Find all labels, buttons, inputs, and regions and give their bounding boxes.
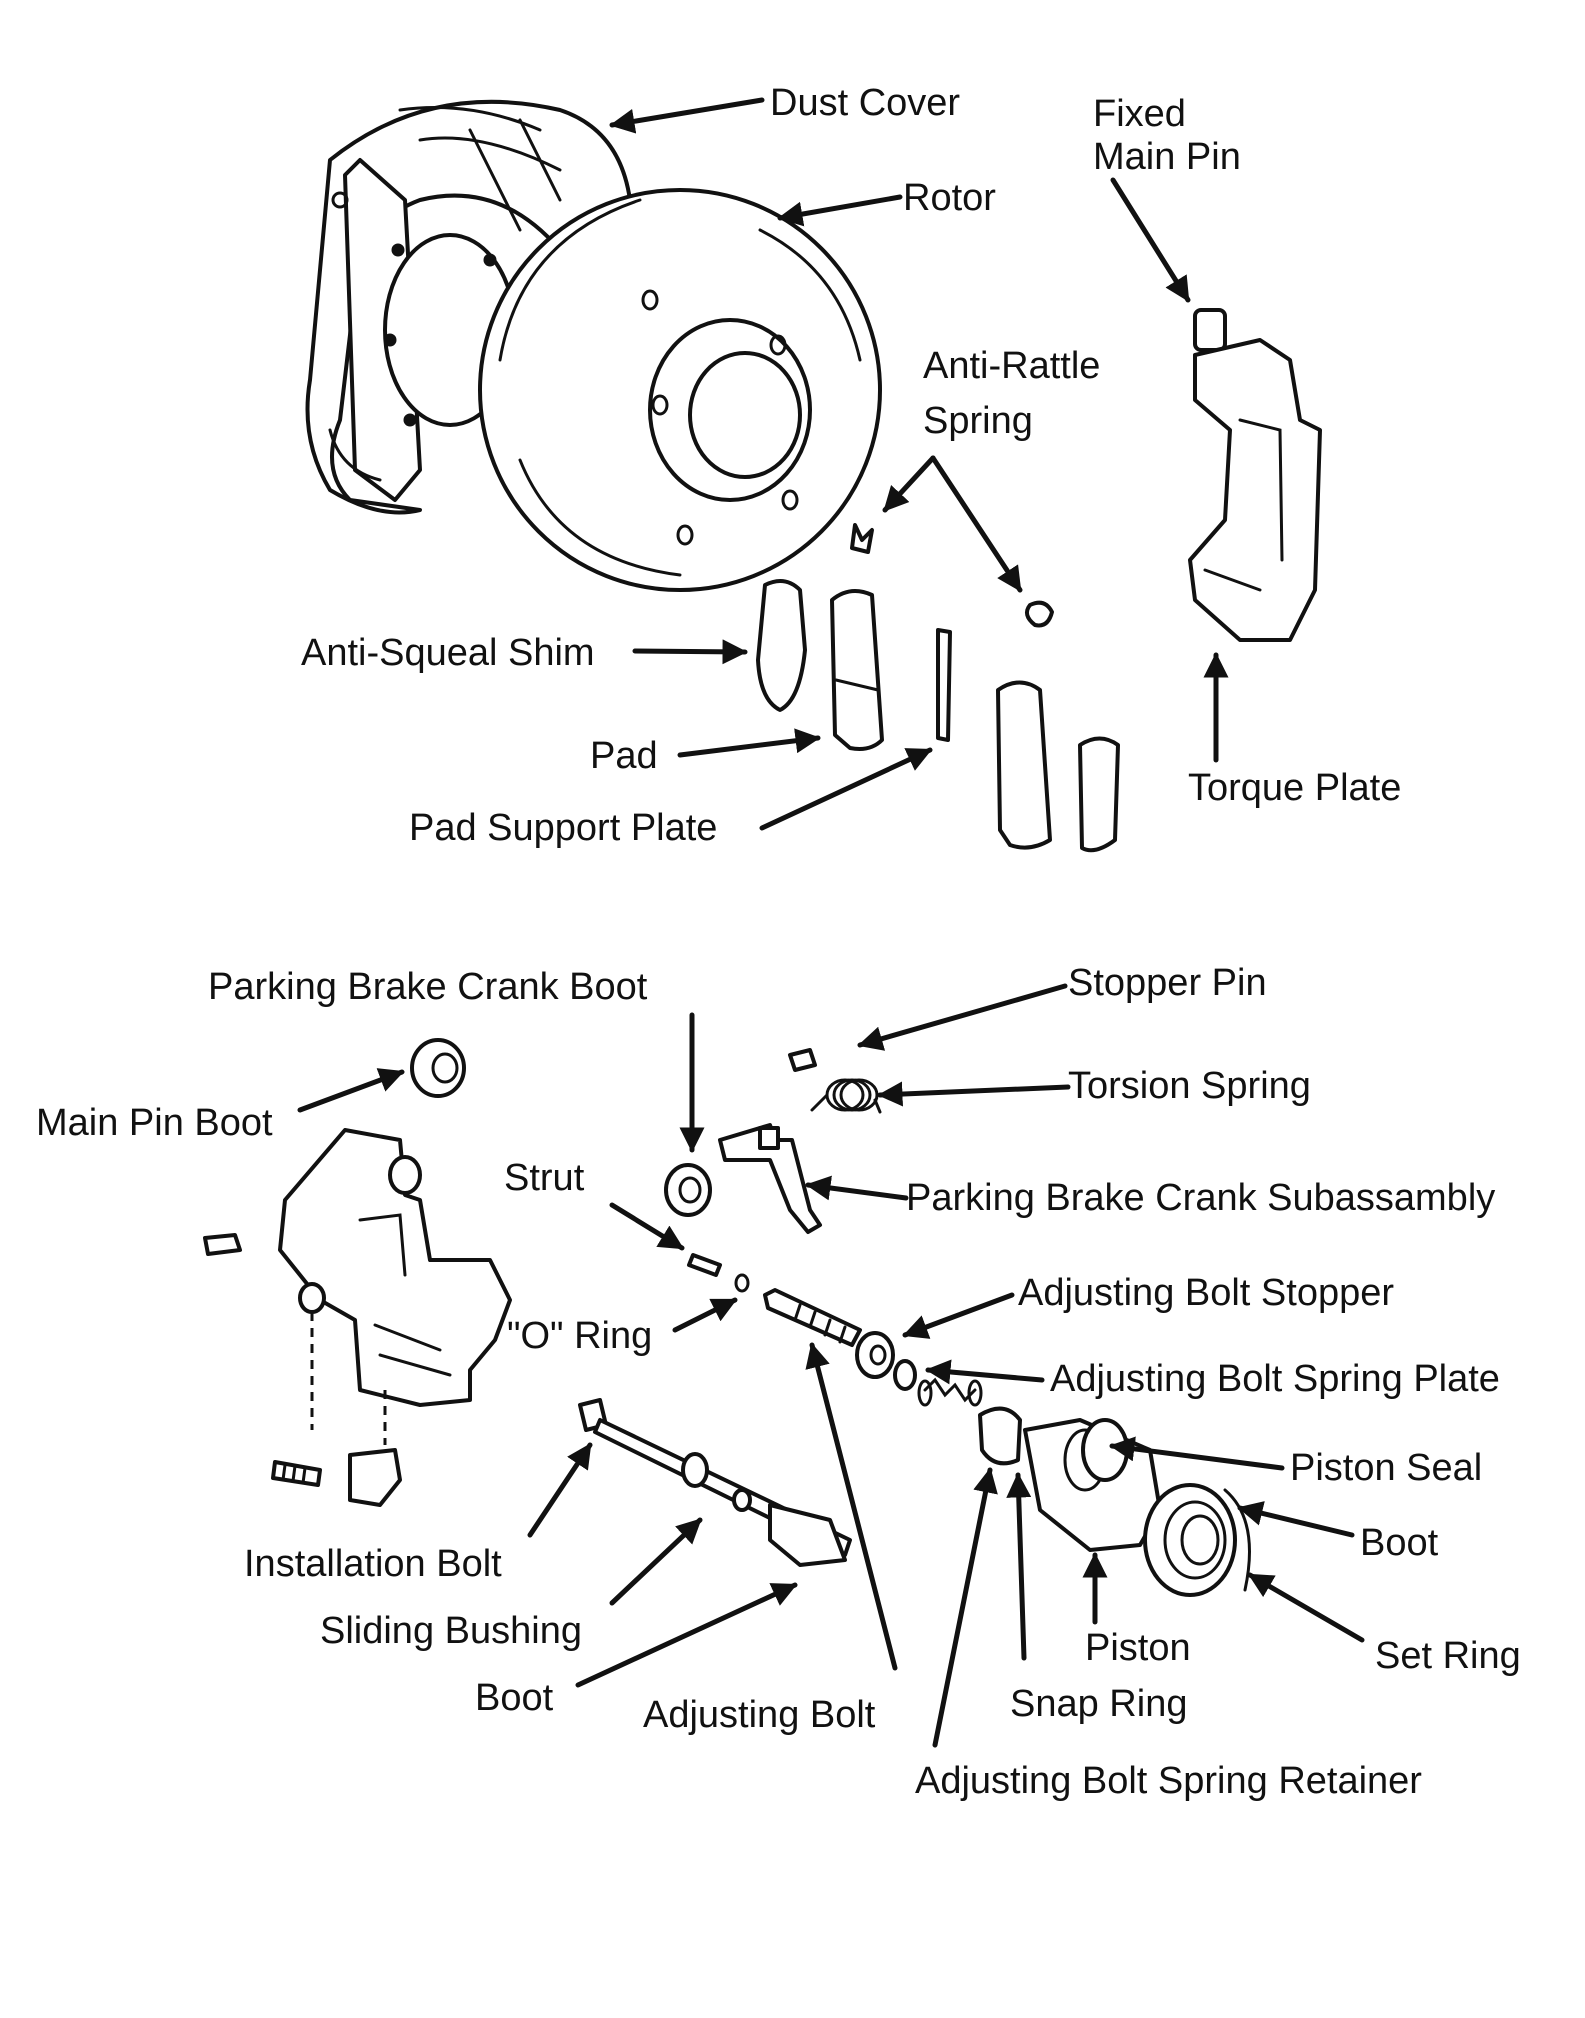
leader-boot-left (575, 1582, 798, 1688)
label-o-ring: "O" Ring (507, 1315, 652, 1357)
o-ring-part (734, 1273, 750, 1293)
label-adjusting-bolt-spring-retainer: Adjusting Bolt Spring Retainer (915, 1760, 1422, 1802)
leader-piston-seal (1109, 1436, 1285, 1471)
leader-strut (609, 1202, 685, 1251)
leader-pad-support-plate (759, 747, 933, 831)
label-dust-cover: Dust Cover (770, 82, 960, 124)
parking-brake-crank-part (718, 1123, 822, 1234)
leader-anti-squeal-shim (632, 639, 748, 665)
caliper-body-part (278, 1128, 512, 1445)
leader-spring-plate (925, 1359, 1045, 1385)
label-anti-squeal-shim: Anti-Squeal Shim (301, 632, 595, 674)
sliding-bushing-part (578, 1398, 852, 1567)
label-pad: Pad (590, 735, 658, 777)
spring-plate-part (893, 1359, 917, 1391)
label-rotor: Rotor (903, 177, 996, 219)
leader-snap-ring (1006, 1472, 1032, 1661)
label-fixed-main-pin-line2: Main Pin (1093, 136, 1241, 178)
strut-part (687, 1253, 722, 1277)
leader-anti-rattle-a (882, 455, 936, 513)
label-main-pin-boot: Main Pin Boot (36, 1102, 273, 1144)
brake-pad-set-part (756, 579, 1120, 853)
leader-main-pin-boot (297, 1068, 405, 1113)
leader-crank-subassembly (805, 1175, 909, 1201)
anti-rattle-spring-part (850, 523, 1054, 628)
label-parking-brake-crank-subassembly: Parking Brake Crank Subassambly (906, 1177, 1495, 1219)
piston-boot-part (1143, 1483, 1237, 1597)
label-installation-bolt: Installation Bolt (244, 1543, 502, 1585)
set-ring-part (1223, 1488, 1251, 1592)
leader-stopper-pin (857, 983, 1068, 1051)
torsion-spring-part (810, 1078, 882, 1114)
leader-installation-bolt (527, 1442, 593, 1538)
label-anti-rattle-line1: Anti-Rattle (923, 345, 1100, 387)
leader-torsion-spring (877, 1081, 1071, 1107)
leader-set-ring (1247, 1572, 1365, 1643)
adjusting-spring-part (917, 1377, 983, 1407)
leader-boot-right (1237, 1501, 1355, 1538)
adjusting-bolt-stopper-part (855, 1331, 895, 1379)
stopper-pin-part (788, 1048, 817, 1072)
installation-bolt-part (203, 1233, 402, 1507)
main-pin-boot-part (410, 1038, 466, 1098)
label-strut: Strut (504, 1157, 585, 1199)
leader-adjusting-bolt-stopper (902, 1292, 1015, 1339)
leader-pad (677, 728, 821, 758)
label-boot-right: Boot (1360, 1522, 1439, 1564)
leader-lines (297, 97, 1365, 1748)
label-layer: Dust Cover Rotor Fixed Main Pin Anti-Rat… (36, 82, 1521, 1802)
leader-adjusting-bolt (805, 1342, 898, 1671)
leader-sliding-bushing (609, 1517, 703, 1606)
leader-spring-retainer (932, 1467, 998, 1748)
label-boot-left: Boot (475, 1677, 554, 1719)
label-torsion-spring: Torsion Spring (1068, 1065, 1311, 1107)
label-pad-support-plate: Pad Support Plate (409, 807, 717, 849)
leader-o-ring (672, 1297, 738, 1333)
leader-rotor (777, 194, 903, 227)
label-adjusting-bolt-stopper: Adjusting Bolt Stopper (1018, 1272, 1394, 1314)
label-snap-ring: Snap Ring (1010, 1683, 1187, 1725)
leader-dust-cover (609, 97, 765, 134)
label-fixed-main-pin-line1: Fixed (1093, 93, 1186, 135)
label-set-ring: Set Ring (1375, 1635, 1521, 1677)
leader-fixed-main-pin (1110, 177, 1191, 303)
torque-plate-part (1188, 308, 1322, 642)
label-sliding-bushing: Sliding Bushing (320, 1610, 582, 1652)
crank-boot-part (664, 1163, 712, 1217)
leader-anti-rattle-b (930, 455, 1023, 593)
label-piston-seal: Piston Seal (1290, 1447, 1482, 1489)
label-parking-brake-crank-boot: Parking Brake Crank Boot (208, 966, 648, 1008)
label-adjusting-bolt: Adjusting Bolt (643, 1694, 876, 1736)
adjusting-bolt-part (763, 1288, 862, 1347)
piston-part (1023, 1418, 1162, 1552)
label-torque-plate: Torque Plate (1188, 767, 1401, 809)
label-adjusting-bolt-spring-plate: Adjusting Bolt Spring Plate (1050, 1358, 1500, 1400)
label-anti-rattle-line2: Spring (923, 400, 1033, 442)
label-stopper-pin: Stopper Pin (1068, 962, 1267, 1004)
label-piston: Piston (1085, 1627, 1191, 1669)
rotor-part (478, 188, 882, 592)
spring-retainer-part (978, 1406, 1022, 1466)
